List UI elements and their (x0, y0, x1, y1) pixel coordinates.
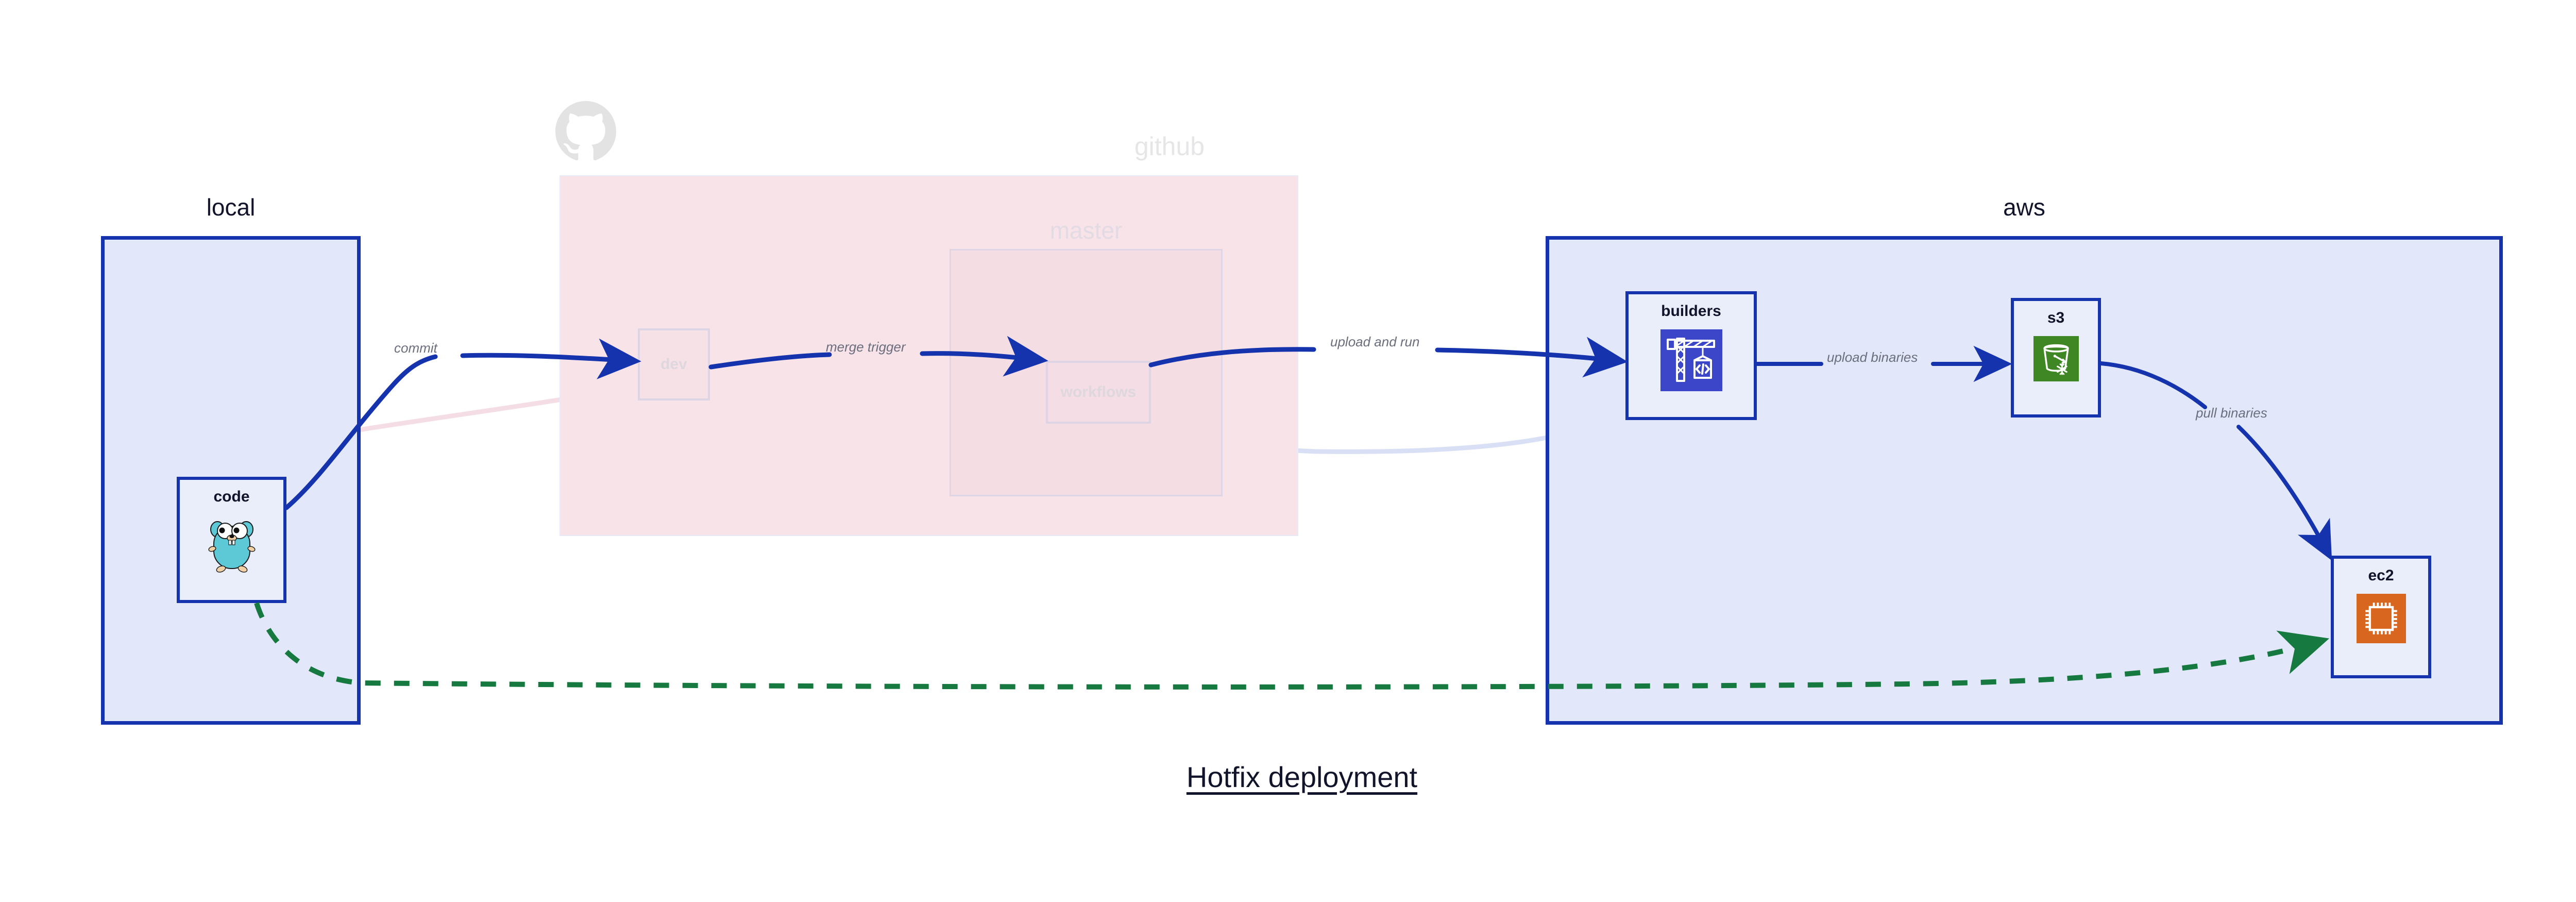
edge-upload-and-run-tail[interactable] (1435, 337, 1628, 378)
node-dev[interactable]: dev (638, 328, 710, 400)
edge-commit-tail[interactable] (460, 338, 641, 379)
node-ec2[interactable]: ec2 (2331, 556, 2431, 678)
edge-pull-binaries-head[interactable] (2099, 361, 2207, 409)
edge-pull-binaries-tail[interactable] (2236, 425, 2332, 561)
node-builders[interactable]: builders (1625, 291, 1757, 420)
go-gopher-icon (208, 521, 256, 573)
edge-upload-and-run-head[interactable] (1148, 347, 1316, 368)
aws-s3-glacier-bucket-icon (2033, 336, 2079, 381)
edge-label-upload-binaries: upload binaries (1827, 349, 1918, 365)
node-label-dev: dev (660, 356, 687, 373)
edge-commit[interactable] (284, 354, 438, 510)
aws-codebuild-crane-icon (1660, 329, 1722, 391)
container-master[interactable] (950, 249, 1223, 496)
node-s3[interactable]: s3 (2011, 298, 2101, 417)
edge-merge-trigger-tail[interactable] (920, 336, 1048, 377)
container-title-local: local (206, 194, 256, 221)
aws-ec2-cpu-icon (2356, 594, 2406, 643)
github-octocat-icon (555, 101, 616, 161)
edge-merge-trigger-head[interactable] (708, 352, 832, 370)
node-label-s3: s3 (2047, 309, 2065, 326)
edge-label-pull-binaries: pull binaries (2196, 405, 2267, 421)
container-title-github: github (1134, 132, 1205, 161)
node-workflows[interactable]: workflows (1046, 361, 1151, 424)
container-title-master: master (1049, 217, 1123, 244)
node-label-builders: builders (1661, 303, 1721, 320)
node-label-code: code (213, 488, 250, 505)
edge-label-commit: commit (394, 340, 437, 356)
node-label-ec2: ec2 (2368, 567, 2394, 584)
node-code[interactable]: code (177, 477, 286, 603)
edge-label-merge-trigger: merge trigger (826, 339, 906, 355)
container-title-aws: aws (2003, 194, 2045, 221)
edge-hotfix-direct[interactable] (254, 602, 2330, 690)
node-label-workflows: workflows (1060, 383, 1137, 400)
diagram-title: Hotfix deployment (1186, 761, 1418, 793)
edge-label-upload-and-run: upload and run (1330, 334, 1420, 349)
